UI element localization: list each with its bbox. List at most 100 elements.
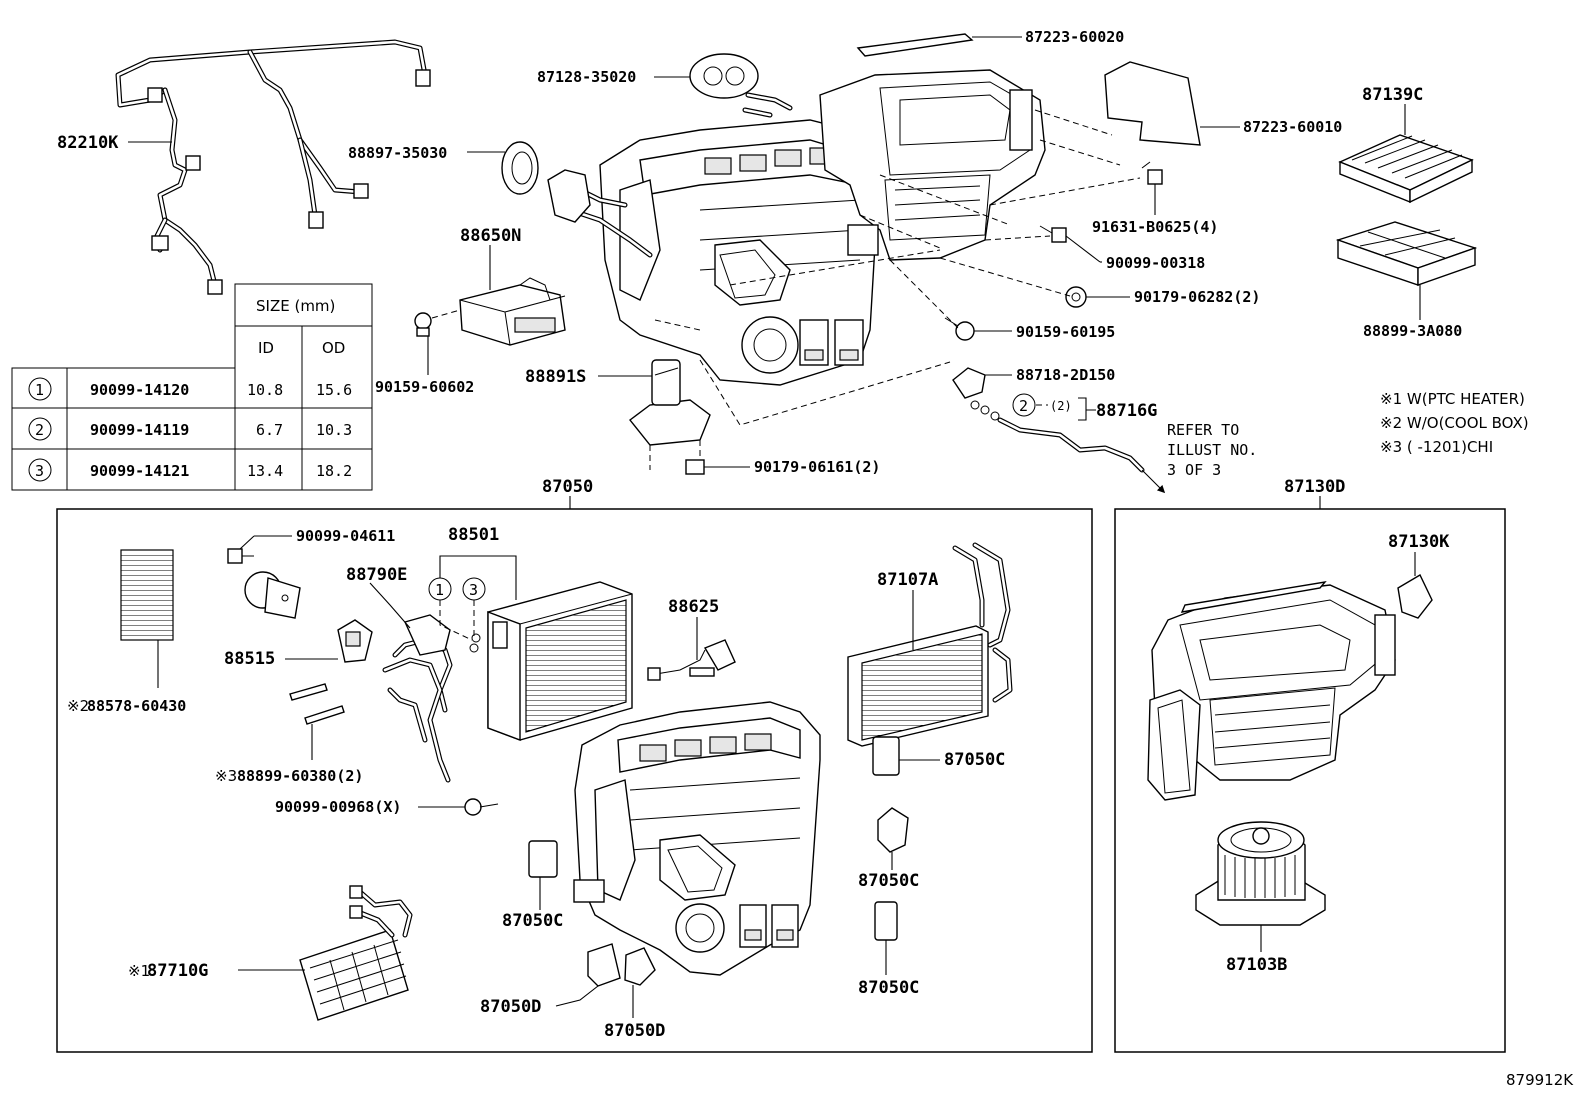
label-88578-60430: 88578-60430	[87, 697, 186, 715]
part-90179-06282[interactable]	[1065, 286, 1087, 308]
label-87130d: 87130D	[1284, 477, 1345, 497]
size-row-1-id: 10.8	[247, 381, 283, 399]
callout-mark-1-text: 1	[435, 581, 444, 599]
frame-87130d	[1114, 508, 1506, 1053]
label-90159-60195: 90159-60195	[1016, 323, 1115, 341]
part-87050d-b[interactable]	[624, 947, 656, 986]
part-88897-35030[interactable]	[501, 141, 539, 195]
label-87103b: 87103B	[1226, 955, 1287, 975]
size-row-2-id: 6.7	[256, 421, 283, 439]
size-row-3-part: 90099-14121	[90, 462, 189, 480]
part-87130k[interactable]	[1397, 574, 1433, 619]
part-87103b[interactable]	[1195, 821, 1326, 926]
hvac-unit-assembly-top[interactable]	[547, 69, 1046, 386]
part-88790e[interactable]	[382, 614, 453, 783]
part-expansion-sensor[interactable]	[244, 571, 301, 619]
refer-note-line2: ILLUST NO.	[1167, 441, 1257, 459]
part-87050c-a[interactable]	[872, 736, 900, 776]
label-87107a: 87107A	[877, 570, 938, 590]
size-row-3-mark-circle	[28, 458, 52, 482]
part-90159-60195[interactable]	[944, 317, 975, 341]
size-row-1-mark-circle	[28, 377, 52, 401]
refer-note-line1: REFER TO	[1167, 421, 1239, 439]
part-87050c-b[interactable]	[877, 807, 909, 853]
label-87710g: 87710G	[147, 961, 208, 981]
o-ring-3[interactable]	[469, 643, 479, 653]
frame-87050	[56, 508, 1093, 1053]
part-87223-60020[interactable]	[856, 33, 974, 57]
o-ring-1[interactable]	[471, 633, 481, 643]
label-87130k: 87130K	[1388, 532, 1450, 552]
part-88501[interactable]	[487, 581, 633, 742]
part-88718-2d150[interactable]	[952, 367, 986, 399]
label-90099-00318: 90099-00318	[1106, 254, 1205, 272]
label-88650n: 88650N	[460, 226, 521, 246]
label-87139c: 87139C	[1362, 85, 1423, 105]
label-90099-04611: 90099-04611	[296, 527, 395, 545]
part-88578-60430[interactable]	[120, 549, 174, 641]
part-88650n[interactable]	[459, 277, 566, 346]
size-table-col-od: OD	[322, 339, 345, 357]
label-88501: 88501	[448, 525, 499, 545]
callout-mark-3-text: 3	[469, 581, 478, 599]
label-88899-60380: 88899-60380(2)	[237, 767, 363, 785]
label-88891s: 88891S	[525, 367, 586, 387]
part-87050d-a[interactable]	[587, 943, 621, 987]
label-88515: 88515	[224, 649, 275, 669]
label-87223-60010: 87223-60010	[1243, 118, 1342, 136]
label-88718-2d150: 88718-2D150	[1016, 366, 1115, 384]
part-88891s[interactable]	[629, 359, 711, 446]
wire-harness-82210k[interactable]	[115, 39, 431, 295]
refer-note-line3: 3 OF 3	[1167, 461, 1221, 479]
label-87050: 87050	[542, 477, 593, 497]
part-87050c-d[interactable]	[528, 840, 558, 878]
size-row-2-part: 90099-14119	[90, 421, 189, 439]
refer-arrow	[1141, 469, 1166, 494]
part-88899-3a080[interactable]	[1335, 221, 1478, 286]
part-90099-04611[interactable]	[227, 548, 254, 564]
part-88899-60380[interactable]	[289, 683, 345, 725]
label-87050c-d: 87050C	[502, 911, 563, 931]
part-88515[interactable]	[337, 619, 373, 663]
size-row-3-od: 18.2	[316, 462, 352, 480]
part-88716g[interactable]	[970, 400, 1145, 473]
mark-88899-60380: ※3	[215, 767, 237, 785]
label-90179-06282: 90179-06282(2)	[1134, 288, 1260, 306]
part-91631-b0625[interactable]	[1141, 161, 1163, 185]
part-87223-60010[interactable]	[1104, 61, 1201, 146]
label-87050c-c: 87050C	[858, 978, 919, 998]
size-row-2-mark-circle	[28, 417, 52, 441]
hvac-case-87050[interactable]	[573, 701, 821, 976]
label-87050c-b: 87050C	[858, 871, 919, 891]
part-87130d-blower-case[interactable]	[1147, 581, 1396, 801]
callout-mark-2-top-text: 2	[1019, 397, 1028, 415]
size-row-3-id: 13.4	[247, 462, 283, 480]
label-87050c-a: 87050C	[944, 750, 1005, 770]
part-87107a[interactable]	[847, 542, 1013, 747]
note-3: ※3 ( -1201)CHI	[1380, 438, 1493, 456]
size-row-1-mark: 1	[35, 381, 44, 399]
part-87050c-c[interactable]	[874, 901, 898, 941]
label-88625: 88625	[668, 597, 719, 617]
label-90179-06161: 90179-06161(2)	[754, 458, 880, 476]
label-88899-3a080: 88899-3A080	[1363, 322, 1462, 340]
note-1: ※1 W(PTC HEATER)	[1380, 390, 1525, 408]
label-88716g: 88716G	[1096, 401, 1157, 421]
part-90159-60602[interactable]	[414, 312, 432, 337]
part-87128-35020[interactable]	[689, 53, 759, 99]
part-88625[interactable]	[647, 639, 736, 681]
size-row-1-od: 15.6	[316, 381, 352, 399]
size-table-col-id: ID	[258, 339, 274, 357]
part-87710g[interactable]	[299, 885, 413, 1021]
size-table-title: SIZE (mm)	[256, 297, 335, 315]
label-91631-b0625: 91631-B0625(4)	[1092, 218, 1218, 236]
label-87050d-a: 87050D	[480, 997, 541, 1017]
part-90099-00318[interactable]	[1039, 225, 1067, 243]
part-87139c[interactable]	[1338, 134, 1474, 204]
part-90099-00968[interactable]	[464, 798, 499, 816]
size-row-3-mark: 3	[35, 462, 44, 480]
part-90179-06161[interactable]	[685, 459, 705, 475]
mark-88578-60430: ※2	[67, 697, 89, 715]
note-2: ※2 W/O(COOL BOX)	[1380, 414, 1529, 432]
